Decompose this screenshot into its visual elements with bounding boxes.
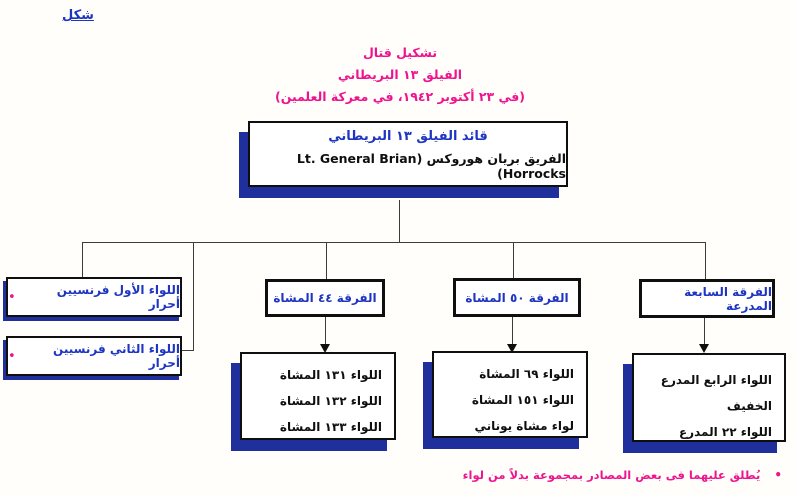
box-french-brigade-2: اللواء الثاني فرنسيين أحرار •	[6, 336, 182, 376]
infantry-div-50-label: الفرقة ٥٠ المشاة	[465, 290, 569, 305]
connector-div7-brigades	[704, 318, 705, 345]
chart-title-line2: الفيلق ١٣ البريطاني	[337, 67, 463, 82]
brigade-item: اللواء ١٣٢ المشاة	[279, 394, 382, 408]
french-brigade-2-label: اللواء الثاني فرنسيين أحرار	[53, 342, 180, 370]
brigade-item: اللواء ١٥١ المشاة	[471, 393, 574, 407]
chart-title-line1: تشكيل قتال	[362, 45, 438, 60]
connector-elbow-french2	[182, 350, 194, 351]
connector-div44-brigades	[325, 317, 326, 345]
chart-title: تشكيل قتال الفيلق ١٣ البريطاني (في ٢٣ أك…	[235, 42, 565, 108]
arrow-down-icon	[699, 344, 709, 353]
arrow-down-icon	[320, 344, 330, 353]
connector-drop-french2	[193, 242, 194, 350]
infantry-div-44-label: الفرقة ٤٤ المشاة	[273, 291, 377, 305]
brigade-item: اللواء ٢٢ المدرع	[678, 425, 772, 439]
chart-title-line3: (في ٢٣ أكتوبر ١٩٤٢، في معركة العلمين)	[274, 89, 526, 104]
connector-drop-div44	[326, 242, 327, 279]
footnote: • يُطلق عليهما فى بعض المصادر بمجموعة بد…	[463, 468, 782, 482]
armoured-div-7-label: الفرقة السابعة المدرعة	[684, 284, 772, 313]
box-infantry-div-50: الفرقة ٥٠ المشاة	[453, 278, 581, 317]
brigade-item: اللواء ٦٩ المشاة	[479, 367, 574, 381]
box-brigades-under-50: اللواء ٦٩ المشاة اللواء ١٥١ المشاة لواء …	[432, 351, 588, 438]
footnote-marker-icon: •	[8, 348, 16, 364]
commander-name: الفريق بريان هوروكس (Lt. General Brian H…	[296, 151, 566, 181]
box-brigades-under-44: اللواء ١٣١ المشاة اللواء ١٣٢ المشاة اللو…	[240, 352, 396, 440]
footnote-bullet-icon: •	[774, 468, 782, 482]
footnote-text: يُطلق عليهما فى بعض المصادر بمجموعة بدلا…	[462, 468, 761, 482]
brigade-item: اللواء ١٣١ المشاة	[279, 368, 382, 382]
connector-horizontal-bus	[82, 242, 706, 243]
box-infantry-div-44: الفرقة ٤٤ المشاة	[265, 279, 385, 317]
commander-title: قائد الفيلق ١٣ البريطاني	[328, 129, 488, 144]
arrow-down-icon	[507, 344, 517, 353]
connector-drop-div50	[513, 242, 514, 278]
brigade-item: اللواء الرابع المدرع الخفيف	[660, 373, 772, 413]
box-brigades-under-7: اللواء الرابع المدرع الخفيف اللواء ٢٢ ال…	[632, 353, 786, 442]
figure-label: شكل	[62, 8, 94, 23]
commander-box: قائد الفيلق ١٣ البريطاني الفريق بريان هو…	[248, 121, 568, 187]
brigade-item: اللواء ١٣٣ المشاة	[279, 420, 382, 434]
connector-root-vertical	[399, 200, 400, 242]
box-armoured-div-7: الفرقة السابعة المدرعة	[639, 279, 775, 318]
box-french-brigade-1: اللواء الأول فرنسيين أحرار •	[6, 277, 182, 317]
connector-drop-div7	[705, 242, 706, 279]
brigade-item: لواء مشاة يوناني	[474, 419, 574, 433]
connector-div50-brigades	[512, 317, 513, 345]
connector-drop-french1	[82, 242, 83, 278]
footnote-marker-icon: •	[8, 289, 16, 305]
french-brigade-1-label: اللواء الأول فرنسيين أحرار	[56, 283, 180, 311]
